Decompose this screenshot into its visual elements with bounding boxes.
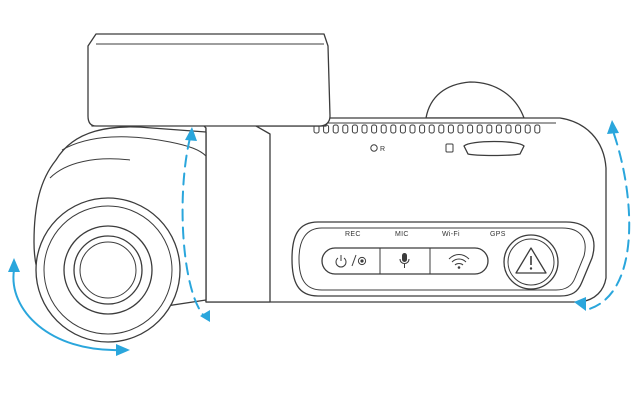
vent-slot bbox=[333, 125, 338, 133]
vent-slot bbox=[496, 125, 501, 133]
vent-slot bbox=[468, 125, 473, 133]
vent-slot bbox=[477, 125, 482, 133]
vent-slot bbox=[352, 125, 357, 133]
mount-top bbox=[88, 34, 330, 126]
emergency-button[interactable] bbox=[504, 235, 558, 289]
vent-slot bbox=[439, 125, 444, 133]
vent-slot bbox=[487, 125, 492, 133]
lens-glass bbox=[74, 236, 142, 304]
sd-slot-opening bbox=[464, 142, 524, 156]
mount-dome bbox=[426, 82, 524, 118]
vent-slot bbox=[506, 125, 511, 133]
reset-label: R bbox=[380, 146, 385, 153]
vent-slot bbox=[391, 125, 396, 133]
wifi-label: Wi-Fi bbox=[442, 231, 460, 238]
mic-label: MIC bbox=[395, 231, 409, 238]
arrow-head-right bbox=[116, 344, 130, 356]
vent-slot bbox=[381, 125, 386, 133]
arrow-head-up bbox=[8, 258, 20, 272]
vent-slot bbox=[429, 125, 434, 133]
arrow-head-top-right bbox=[607, 120, 619, 134]
vent-slot bbox=[516, 125, 521, 133]
gps-label: GPS bbox=[490, 231, 506, 238]
vent-slot bbox=[343, 125, 348, 133]
arrow-head-bottom bbox=[200, 310, 210, 322]
vent-slot bbox=[362, 125, 367, 133]
vent-slot bbox=[420, 125, 425, 133]
vent-slot bbox=[400, 125, 405, 133]
vent-slot bbox=[458, 125, 463, 133]
vent-slot bbox=[372, 125, 377, 133]
vent-slot bbox=[410, 125, 415, 133]
rec-label: REC bbox=[345, 231, 361, 238]
vent-slot bbox=[535, 125, 540, 133]
vent-slot bbox=[448, 125, 453, 133]
vent-slot bbox=[525, 125, 530, 133]
